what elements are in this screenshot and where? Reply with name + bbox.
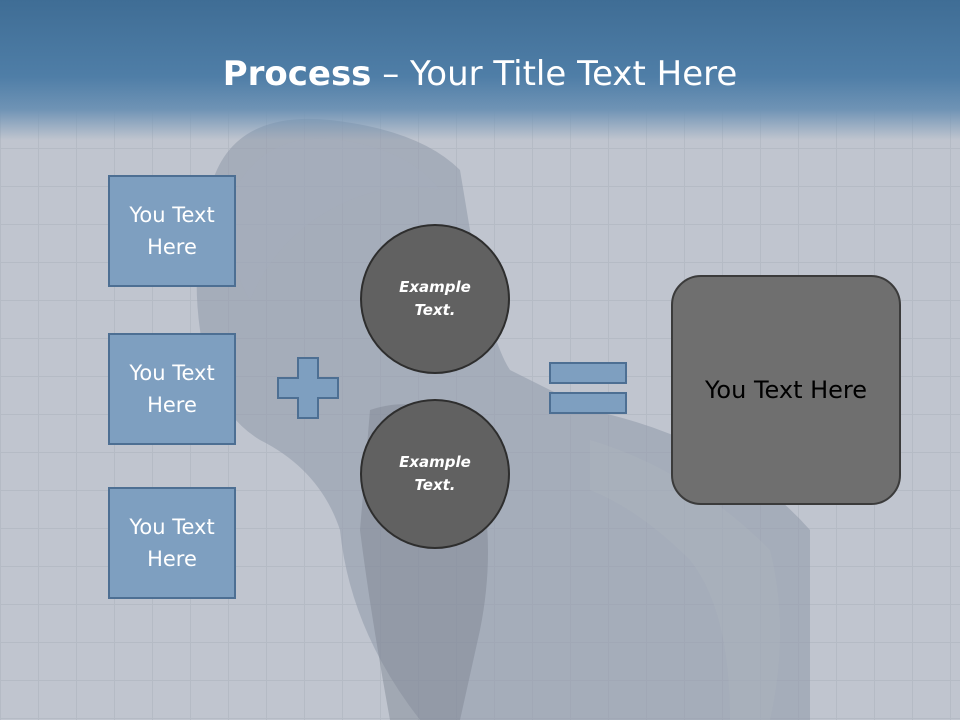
plus-icon [277, 357, 339, 419]
input-box-2: You Text Here [108, 333, 236, 445]
input-box-label: You Text Here [129, 203, 215, 259]
header-band [0, 0, 960, 140]
title-bold: Process [222, 54, 372, 94]
operand-circle-1: Example Text. [360, 224, 510, 374]
input-box-label: You Text Here [129, 515, 215, 571]
input-box-1: You Text Here [108, 175, 236, 287]
operand-label: Example Text. [399, 278, 471, 319]
result-label: You Text Here [704, 376, 868, 404]
result-box: You Text Here [671, 275, 901, 505]
title-rest: – Your Title Text Here [371, 54, 738, 94]
input-box-label: You Text Here [129, 361, 215, 417]
operand-circle-2: Example Text. [360, 399, 510, 549]
input-box-3: You Text Here [108, 487, 236, 599]
slide-title: Process – Your Title Text Here [0, 52, 960, 96]
equals-icon [549, 362, 627, 414]
operand-label: Example Text. [399, 453, 471, 494]
